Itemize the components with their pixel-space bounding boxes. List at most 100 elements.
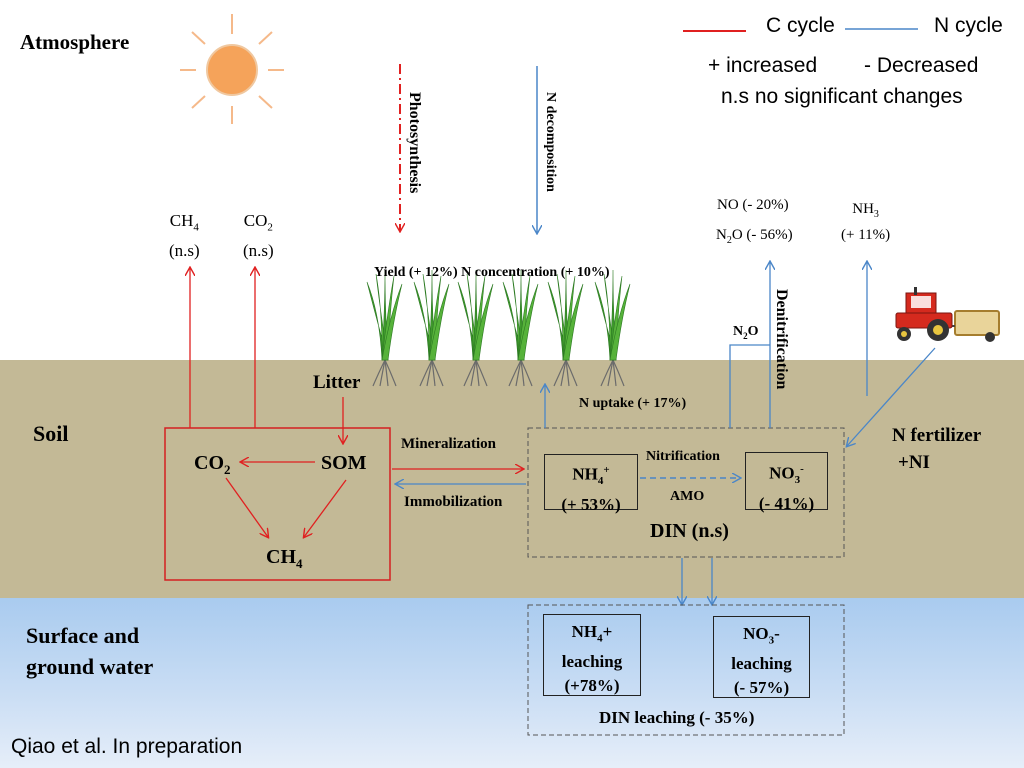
plant-root (379, 359, 386, 387)
n2o-emission-symbol: N (716, 227, 727, 243)
credit-text: Qiao et al. In preparation (11, 735, 243, 758)
din-label: DIN (n.s) (650, 520, 729, 542)
rice-plant (594, 269, 631, 387)
nh4-leaching-change: (+78%) (564, 676, 620, 696)
n2o-flux-label: N2O (733, 324, 759, 341)
rice-plant (457, 269, 494, 387)
plant-root (520, 359, 533, 387)
plant-root (431, 359, 444, 387)
co2-emission-label: CO2 (n.s) (243, 209, 274, 263)
nh3-emission-symbol: NH (852, 201, 874, 217)
mineralization-label: Mineralization (401, 436, 496, 452)
soil-co2-symbol: CO (194, 452, 224, 474)
ch4-emission-label: CH4 (n.s) (169, 209, 200, 263)
plant-root (607, 359, 614, 387)
no3-leaching-subscript: 3 (768, 634, 775, 647)
soil-ch4-subscript: 4 (296, 556, 303, 571)
rice-plants (366, 269, 631, 387)
co2-emission-subscript: 2 (267, 221, 273, 234)
plant-root (475, 359, 480, 387)
plant-root (463, 359, 477, 387)
plant-root (612, 359, 625, 387)
nh4-leaching-tail: + (602, 622, 613, 641)
zone-atmosphere-label: Atmosphere (20, 30, 130, 54)
plant-root (508, 359, 522, 387)
nh4-pool-change: (+ 53%) (561, 495, 621, 515)
nh4-leaching-symbol: NH (571, 622, 598, 641)
plant-root (612, 359, 617, 387)
legend-c-cycle: C cycle (766, 14, 835, 37)
n2o-emission-rest: O (- 56%) (731, 227, 793, 243)
nh3-emission-change: (+ 11%) (841, 227, 891, 243)
soil-ch4-label: CH4 (266, 546, 303, 572)
rice-plant (413, 269, 450, 387)
no3-leaching-symbol: NO (743, 624, 769, 643)
no3-pool-box: NO3- (- 41%) (745, 452, 828, 513)
nh3-emission-label: NH3 (+ 11%) (841, 199, 890, 245)
plant-root (475, 359, 488, 387)
litter-label: Litter (313, 372, 361, 393)
tractor-icon (895, 287, 1000, 342)
nh4-leaching-word: leaching (561, 652, 623, 672)
nh3-emission-subscript: 3 (873, 209, 879, 220)
plant-root (470, 359, 477, 387)
plant-root (565, 359, 578, 387)
co2-emission-change: (n.s) (243, 241, 274, 261)
n2o-flux-rest: O (747, 324, 759, 339)
denitrification-label: Denitrification (773, 289, 790, 390)
co2-to-ch4-arrow (225, 477, 268, 537)
denitrification-flux-line (729, 344, 770, 428)
nh4-pool-box: NH4+ (+ 53%) (544, 454, 638, 514)
no-emission-label: NO (- 20%) (717, 197, 789, 213)
fertilizer-arrow (847, 347, 936, 446)
legend-no-change: n.s no significant changes (721, 85, 963, 108)
legend-n-cycle: N cycle (934, 14, 1003, 37)
som-label: SOM (321, 452, 367, 474)
ni-label: +NI (898, 452, 930, 473)
n2o-flux-symbol: N (733, 324, 744, 339)
leaching-box (527, 604, 845, 736)
plant-root (431, 359, 436, 387)
rice-plant (366, 269, 403, 387)
nh4-pool-superscript: + (603, 464, 610, 476)
plant-leaf (609, 283, 631, 361)
rice-plant (502, 269, 539, 387)
no3-pool-superscript: - (800, 463, 804, 475)
nh4-leaching-subscript: 4 (597, 632, 603, 645)
plant-root (560, 359, 567, 387)
water-layer (0, 598, 1024, 768)
n2o-emission-subscript: 2 (726, 235, 732, 246)
zone-soil-label: Soil (33, 421, 69, 446)
soil-layer (0, 360, 1024, 598)
som-to-ch4-arrow (304, 479, 347, 537)
plant-root (520, 359, 525, 387)
plant-root (384, 359, 397, 387)
plant-root (372, 359, 386, 387)
legend-decreased: - Decreased (864, 54, 979, 77)
no3-leaching-box: NO3- leaching (- 57%) (713, 616, 810, 698)
soil-ch4-symbol: CH (266, 546, 296, 568)
no3-pool-change: (- 41%) (758, 494, 815, 514)
immobilization-label: Immobilization (404, 494, 503, 510)
soil-co2-subscript: 2 (224, 462, 231, 477)
rice-plant (547, 269, 584, 387)
n-uptake-label: N uptake (+ 17%) (579, 396, 687, 411)
ch4-emission-subscript: 4 (193, 221, 199, 234)
nitrification-label: Nitrification (646, 449, 720, 464)
amo-label: AMO (670, 489, 705, 504)
n2o-flux-subscript: 2 (743, 330, 748, 341)
no3-pool-subscript: 3 (794, 474, 801, 487)
plant-leaf (428, 283, 450, 361)
plant-leaf (472, 283, 494, 361)
plant-leaf (381, 283, 403, 361)
n2o-emission-label: N2O (- 56%) (716, 227, 793, 246)
zone-water-label-line1: Surface and (26, 623, 140, 648)
plant-root (384, 359, 389, 387)
zone-water-label-line2: ground water (26, 654, 154, 679)
no3-leaching-change: (- 57%) (733, 678, 790, 698)
co2-emission-symbol: CO (243, 211, 268, 230)
plant-leaf (562, 283, 584, 361)
no3-pool-symbol: NO (769, 463, 795, 483)
nh4-leaching-box: NH4+ leaching (+78%) (543, 614, 641, 696)
